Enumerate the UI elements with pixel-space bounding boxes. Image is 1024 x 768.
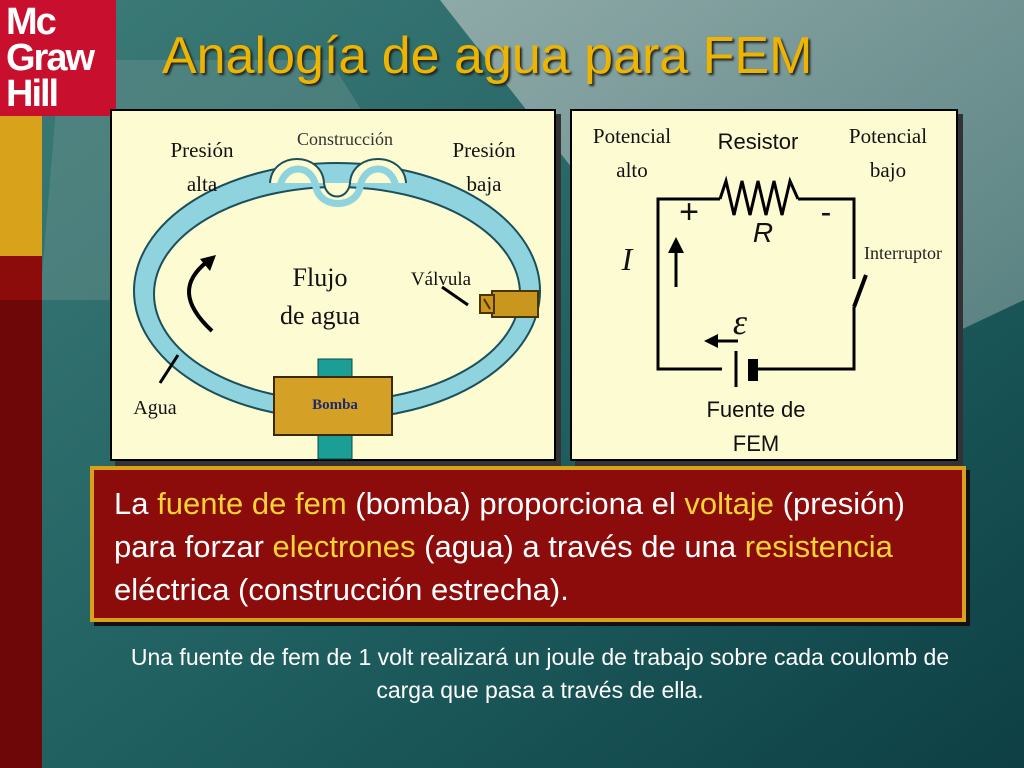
pump-label: Bomba: [312, 397, 358, 413]
circuit-panel: Potencial alto Resistor Potencial bajo +…: [570, 109, 958, 461]
emf-source-label: Fuente de FEM: [706, 397, 806, 456]
minus-sign: -: [820, 194, 832, 230]
current-symbol: I: [621, 241, 633, 277]
water-label: Agua: [133, 397, 177, 419]
circuit-wire-left-top: [656, 197, 722, 371]
mcgraw-hill-logo: Mc Graw Hill: [0, 0, 116, 116]
slide-title: Analogía de agua para FEM: [162, 27, 813, 85]
statement-part-4: (agua) a través de una: [415, 529, 745, 564]
logo-line-graw: Graw: [6, 37, 95, 79]
construction-label: Construcción: [297, 129, 393, 149]
electric-circuit-drawing: [656, 175, 868, 387]
statement-box: La fuente de fem (bomba) proporciona el …: [90, 466, 966, 622]
footnote: Una fuente de fem de 1 volt realizará un…: [130, 644, 950, 703]
highlight-resistance: resistencia: [744, 529, 893, 564]
statement-part-5: eléctrica (construcción estrecha).: [114, 572, 569, 607]
water-circuit-drawing: [133, 158, 541, 460]
water-analogy-panel: Presión alta Construcción Presión baja F…: [110, 109, 556, 461]
statement-part-1: La: [114, 486, 158, 521]
high-pressure-label: Presión alta: [170, 138, 234, 196]
plus-sign: +: [679, 193, 699, 231]
resistor-symbol: [718, 175, 800, 216]
high-potential-label: Potencial alto: [592, 124, 672, 182]
flow-arrow: [187, 259, 214, 333]
switch-lever: [852, 274, 868, 308]
pump-bottom-connector: [317, 432, 353, 460]
battery-short-plate: [748, 359, 758, 381]
statement-part-2: (bomba) proporciona el: [346, 486, 685, 521]
highlight-emf-source: fuente de fem: [157, 486, 347, 521]
water-pointer: [158, 354, 180, 384]
water-flow-label: Flujo de agua: [279, 263, 361, 330]
emf-symbol: ε: [732, 302, 748, 342]
valve-pointer: [441, 285, 469, 307]
statement-part-3: (presión) para forzar: [114, 486, 905, 564]
pump-body: [273, 376, 393, 436]
resistor-label: Resistor: [717, 129, 799, 154]
logo-line-mc: Mc: [6, 1, 57, 43]
statement-text: La fuente de fem (bomba) proporciona el …: [114, 482, 954, 611]
highlight-electrons: electrones: [272, 529, 416, 564]
highlight-voltage: voltaje: [684, 486, 775, 521]
switch-label: Interruptor: [864, 243, 942, 263]
valve-label: Válvula: [410, 269, 472, 290]
low-pressure-label: Presión baja: [452, 138, 516, 196]
resistance-symbol: R: [752, 217, 774, 248]
valve-body: [491, 290, 539, 318]
logo-line-hill: Hill: [6, 73, 59, 115]
low-potential-label: Potencial bajo: [848, 124, 928, 182]
